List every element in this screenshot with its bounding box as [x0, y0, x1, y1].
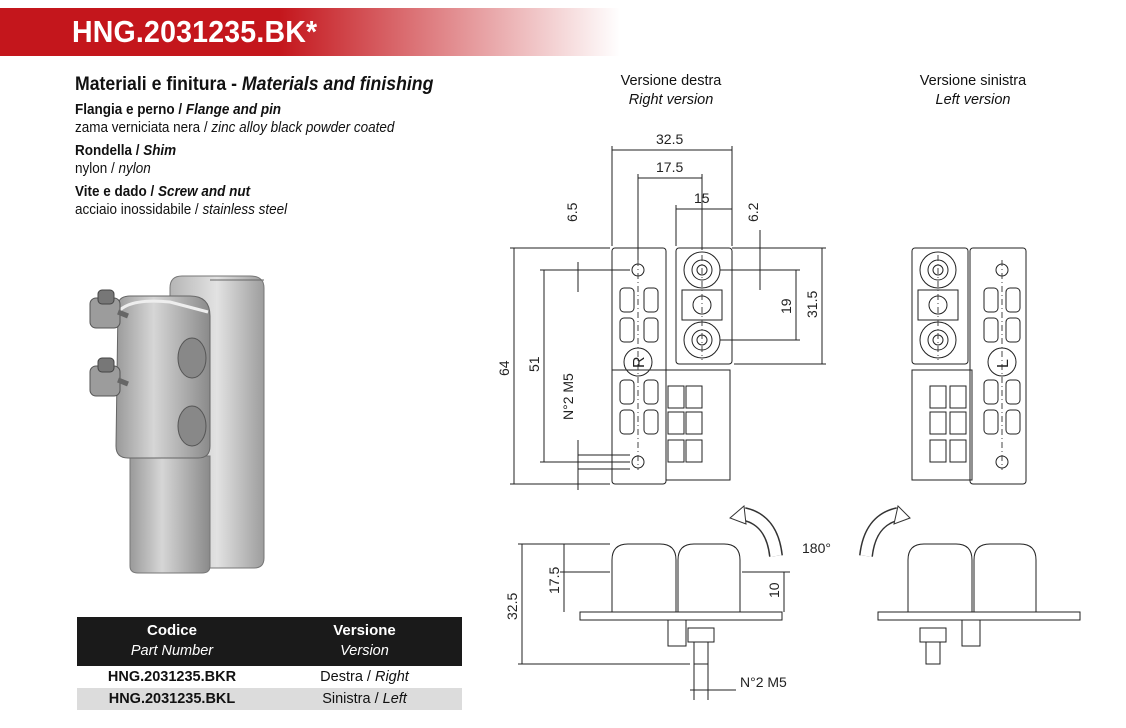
title-banner: HNG.2031235.BK* — [0, 8, 620, 56]
table-row: HNG.2031235.BKL Sinistra / Left — [77, 688, 462, 710]
dim-32-5: 32.5 — [656, 131, 683, 147]
dim-6-2: 6.2 — [745, 202, 761, 222]
badge-left: L — [995, 359, 1012, 368]
dim-64: 64 — [496, 360, 512, 376]
dim-front-10: 10 — [766, 582, 782, 598]
badge-right: R — [631, 356, 648, 368]
materials-heading: Materiali e finitura - Materials and fin… — [75, 74, 434, 95]
dim-51: 51 — [526, 356, 542, 372]
dim-31-5: 31.5 — [804, 291, 820, 318]
material-item-shim: Rondella / Shim nylon / nylon — [75, 143, 177, 177]
materials-section: Materiali e finitura - Materials and fin… — [75, 74, 495, 224]
dim-15: 15 — [694, 190, 710, 206]
table-row: HNG.2031235.BKR Destra / Right — [107, 669, 409, 685]
dim-front-17-5: 17.5 — [546, 567, 562, 594]
rotation-label: 180° — [802, 540, 831, 556]
dim-front-32-5: 32.5 — [504, 593, 520, 620]
dim-17-5: 17.5 — [656, 159, 683, 175]
material-item-flange: Flangia e perno / Flange and pin zama ve… — [75, 102, 395, 136]
dim-front-screw: N°2 M5 — [740, 674, 787, 690]
dim-screw: N°2 M5 — [560, 373, 576, 420]
product-title: HNG.2031235.BK* — [72, 14, 318, 49]
dim-19: 19 — [778, 298, 794, 314]
material-item-screw: Vite e dado / Screw and nut acciaio inos… — [75, 184, 288, 218]
dim-6-5: 6.5 — [564, 202, 580, 222]
hinge-product-image — [89, 275, 265, 574]
